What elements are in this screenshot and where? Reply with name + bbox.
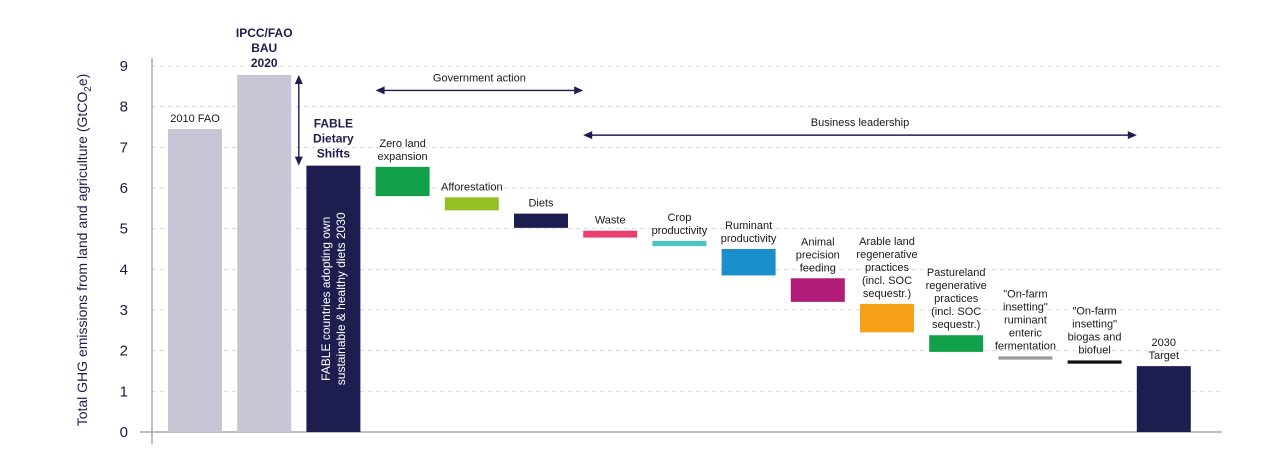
bar-target2030: [1136, 366, 1191, 432]
bar-bau2020: [237, 74, 292, 433]
y-tick-label: 4: [120, 261, 128, 278]
y-axis-label: Total GHG emissions from land and agricu…: [74, 74, 94, 427]
y-tick-label: 8: [120, 99, 128, 116]
bar-label-fao2010: 2010 FAO: [170, 113, 220, 125]
y-tick-label: 0: [120, 424, 128, 441]
y-tick-label: 6: [120, 180, 128, 197]
government-action-arrow: [375, 86, 584, 95]
business-leadership-arrow-label: Business leadership: [811, 117, 909, 129]
bar-fable: [306, 165, 361, 432]
dietary-shift-gap-arrow: [294, 74, 303, 166]
bar-afforestation: [444, 197, 499, 211]
bar-label-diets: Diets: [528, 198, 554, 210]
bar-zero_land: [375, 166, 430, 197]
y-tick-label: 3: [120, 302, 128, 319]
bar-label-waste: Waste: [595, 215, 626, 227]
bar-label-afforestation: Afforestation: [441, 181, 503, 193]
bar-biogas: [1067, 360, 1122, 364]
y-tick-label: 2: [120, 343, 128, 360]
y-tick-label: 9: [120, 58, 128, 75]
y-tick-label: 7: [120, 139, 128, 156]
y-tick-label: 5: [120, 221, 128, 238]
bar-pasture: [929, 335, 984, 352]
y-tick-label: 1: [120, 383, 128, 400]
bar-waste: [583, 230, 638, 238]
bar-enteric: [998, 356, 1053, 360]
business-leadership-arrow: [583, 131, 1137, 140]
bars: [168, 74, 1191, 433]
bar-inner-text-fable: FABLE countries adopting ownsustainable …: [319, 212, 348, 385]
bar-diets: [514, 213, 568, 228]
bar-ruminant: [721, 249, 776, 276]
bar-crop: [652, 240, 707, 247]
bar-arable: [860, 303, 914, 333]
bar-fao2010: [168, 129, 222, 433]
government-action-arrow-label: Government action: [433, 72, 526, 84]
bar-animal: [790, 278, 845, 302]
